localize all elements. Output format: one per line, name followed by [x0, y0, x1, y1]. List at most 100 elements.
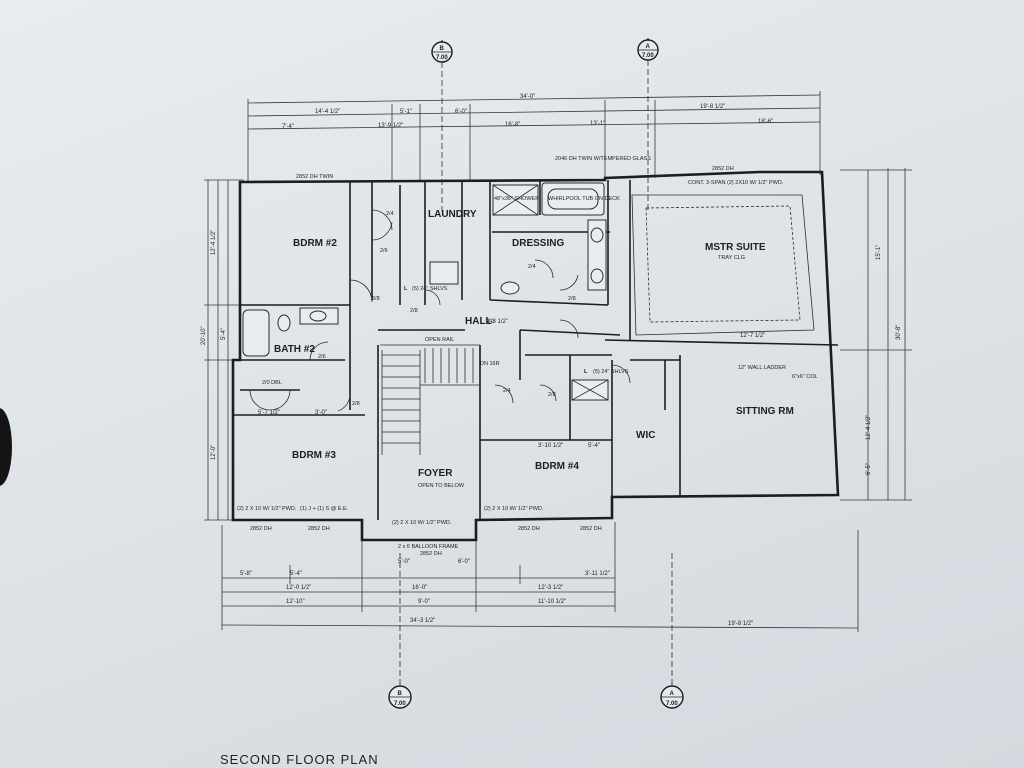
right-dimension-strings: 15'-1" 30'-8" 12'-4 1/2" 6'-5"	[840, 168, 912, 501]
dim-top-mid: 5'-1"	[400, 109, 412, 115]
dim-bottom-right: 19'-8 1/2"	[728, 621, 753, 627]
door-size-tag: 2/6	[380, 248, 388, 254]
room-bdrm2: BDRM #2	[293, 238, 337, 249]
note-dh-foyer: 2852 DH	[420, 551, 442, 557]
master-sink-2	[590, 268, 604, 284]
top-dimension-strings: 34'-0" 14'-4 1/2" 5'-1" 6'-0" 19'-8 1/2"…	[247, 91, 821, 182]
stairs	[380, 344, 480, 455]
door-size-tag: 2/4	[528, 264, 536, 270]
note-dh-bdrm4: 2852 DH	[518, 526, 540, 532]
note-tray-clg: TRAY CLG	[718, 255, 745, 261]
dim-bot-7: 12'-3 1/2"	[538, 585, 563, 591]
note-stair-dn: DN 16R	[480, 361, 500, 367]
washer-dryer	[429, 261, 459, 285]
dim-seg-e: 18'-6"	[758, 119, 773, 125]
dim-seg-d: 13'-1"	[590, 121, 605, 127]
note-shelves-2: (5) 24" SHLVS	[593, 369, 629, 375]
section-marker-bottom-b: B 7.00	[388, 552, 412, 709]
room-bdrm4: BDRM #4	[535, 461, 579, 472]
dim-right-3: 12'-4 1/2"	[866, 415, 872, 440]
door-tags: 2/42/82/62/82/02/42/82/62/82/42/8	[318, 211, 576, 407]
note-shower: 48"x36" SHOWER	[494, 196, 539, 202]
dim-bot-2: 5'-4"	[290, 571, 302, 577]
dim-bot-4: 12'-10"	[286, 599, 305, 605]
dim-bdrm4-w: 3'-10 1/2"	[538, 443, 563, 449]
note-col: 6"x6" COL	[792, 374, 818, 380]
room-bdrm3: BDRM #3	[292, 450, 336, 461]
door-size-tag: 2/4	[386, 211, 394, 217]
room-bath2: BATH #2	[274, 344, 315, 355]
tray-ceiling	[631, 194, 815, 336]
dim-bot-10: 5'-0"	[398, 559, 410, 565]
section-sheet: 7.00	[642, 53, 654, 59]
section-sheet: 7.00	[436, 55, 448, 61]
dim-bot-3: 12'-0 1/2"	[286, 585, 311, 591]
toilet-master	[500, 281, 520, 295]
door-size-tag: 2/0	[486, 319, 494, 325]
plan-notes: OPEN TO BELOW WHIRLPOOL TUB ON DECK 48"x…	[237, 156, 818, 557]
dim-seg-c: 16'-8"	[505, 122, 520, 128]
note-dh-bdrm3b: 2852 DH	[308, 526, 330, 532]
toilet-bath2	[277, 314, 291, 332]
note-linen-1: L	[404, 286, 408, 292]
room-dressing: DRESSING	[512, 238, 564, 249]
dim-left-3: 5'-4"	[221, 328, 227, 340]
note-open-rail: OPEN RAIL	[425, 337, 454, 343]
fixtures	[242, 182, 609, 401]
section-letter: A	[646, 44, 651, 50]
note-whirlpool: WHIRLPOOL TUB ON DECK	[548, 196, 620, 202]
door-size-tag: 2/6	[318, 354, 326, 360]
note-header-bdrm4: (2) 2 X 10 W/ 1/2" PWD.	[484, 506, 544, 512]
note-dh-bdrm4b: 2852 DH	[580, 526, 602, 532]
room-sitting: SITTING RM	[736, 406, 794, 417]
door-size-tag: 2/8	[372, 296, 380, 302]
tub-basin	[547, 188, 599, 210]
binder-clip	[0, 408, 12, 486]
note-header-bdrm3a: (2) 2 X 10 W/ 1/2" PWD.	[237, 506, 297, 512]
dim-bot-6: 9'-0"	[418, 599, 430, 605]
plan-title: SECOND FLOOR PLAN	[220, 752, 379, 767]
dim-master-w: 12'-7 1/2"	[740, 333, 765, 339]
dim-right-2: 30'-8"	[896, 325, 902, 340]
note-dbl: 2/0 DBL	[262, 380, 282, 386]
exterior-walls	[231, 170, 840, 542]
note-shelves-1: (5) 24" SHLVS	[412, 286, 448, 292]
door-size-tag: 2/4	[503, 388, 511, 394]
dim-hall-w: 4'-3 1/2"	[486, 319, 508, 325]
door-swings	[249, 209, 631, 412]
room-laundry: LAUNDRY	[428, 209, 477, 220]
section-marker-top-a: A 7.00	[637, 38, 659, 210]
note-header-foyer: (2) 2 X 10 W/ 1/2" PWD.	[392, 520, 452, 526]
section-letter: A	[670, 691, 675, 697]
dim-top-left: 14'-4 1/2"	[315, 109, 340, 115]
section-sheet: 7.00	[666, 701, 678, 707]
dim-seg-a: 7'-4"	[282, 124, 294, 130]
dim-top-mid2: 6'-0"	[455, 109, 467, 115]
room-master: MSTR SUITE	[705, 242, 766, 253]
door-size-tag: 2/8	[352, 401, 360, 407]
section-sheet: 7.00	[394, 701, 406, 707]
inner-dimensions: 4'-3 1/2" 12'-7 1/2" 5'-7 1/2" 3'-0" 3'-…	[258, 319, 765, 449]
stair-treads	[382, 348, 474, 444]
note-header-bdrm3b: (1) J + (1) S @ E.E.	[300, 506, 349, 512]
note-balloon: 2 x 6 BALLOON FRAME	[398, 544, 459, 550]
dim-bdrm4-w2: 5'-4"	[588, 443, 600, 449]
note-cont-span: CONT. 3-SPAN (2) 2X10 W/ 1/2" PWD.	[688, 180, 784, 186]
note-wall-ladder: 12" WALL LADDER	[738, 365, 786, 371]
dim-bot-11: 6'-0"	[458, 559, 470, 565]
section-marker-bottom-a: A 7.00	[660, 552, 684, 709]
room-hall: HALL	[465, 316, 492, 327]
dim-bot-8: 11'-10 1/2"	[538, 599, 566, 605]
master-sink-1	[590, 227, 604, 243]
room-wic: WIC	[636, 430, 655, 441]
note-dh-bdrm3: 2852 DH	[250, 526, 272, 532]
note-dh-top: 2852 DH TWIN	[296, 174, 333, 180]
note-dh-master: 2852 DH	[712, 166, 734, 172]
dim-bot-1: 5'-8"	[240, 571, 252, 577]
door-size-tag: 2/8	[410, 308, 418, 314]
dim-bdrm3-w2: 3'-0"	[315, 410, 327, 416]
dim-left-4: 12'-0"	[211, 445, 217, 460]
dim-top-right: 19'-8 1/2"	[700, 104, 725, 110]
interior-walls	[233, 180, 839, 520]
